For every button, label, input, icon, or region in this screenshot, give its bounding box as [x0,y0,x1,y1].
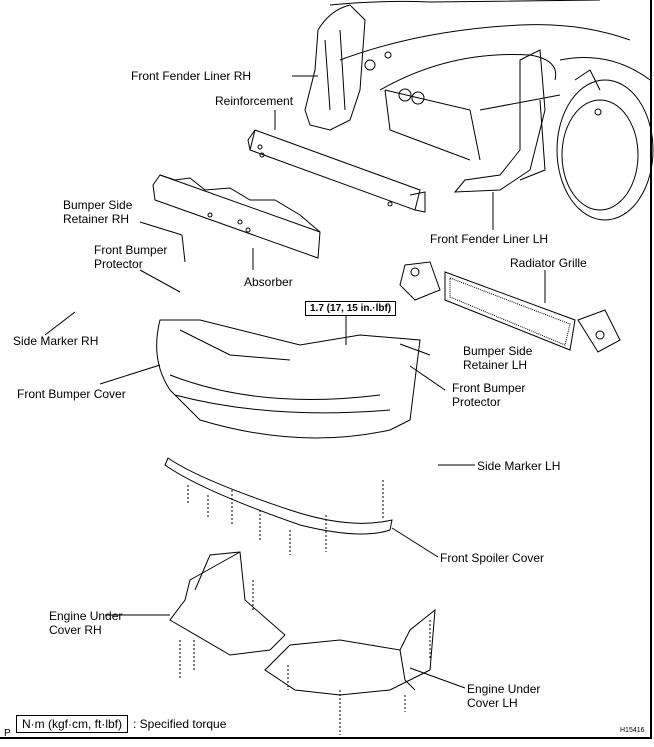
label-front-bumper-cover: Front Bumper Cover [17,387,126,401]
label-front-bumper-protector-rh-line1: Front Bumper [94,243,168,257]
page-marker: P [4,728,11,739]
bolts [179,480,431,735]
label-front-bumper-protector-rh-line2: Protector [94,257,143,271]
label-front-bumper-protector-lh-line2: Protector [452,395,501,409]
label-engine-under-cover-lh-line2: Cover LH [467,696,518,710]
label-absorber: Absorber [244,275,293,289]
front-fender-liner-rh-shape [304,4,392,131]
engine-under-cover-rh-shape [169,551,286,656]
absorber-shape [152,174,321,270]
front-spoiler-cover-shape [164,457,393,535]
label-front-spoiler-cover: Front Spoiler Cover [440,551,545,565]
torque-spec-box: 1.7 (17, 15 in.·lbf) [305,301,397,316]
leader-lines [44,75,494,689]
figure-id: H15416 [620,727,645,734]
label-side-marker-lh: Side Marker LH [477,459,561,473]
label-radiator-grille: Radiator Grille [510,256,587,270]
label-engine-under-cover-rh-line1: Engine Under [49,609,123,623]
radiator-grille-shape [399,261,621,353]
legend-description: : Specified torque [133,717,227,731]
label-front-fender-liner-lh: Front Fender Liner LH [430,232,549,246]
label-side-marker-rh: Side Marker RH [13,334,99,348]
label-front-bumper-protector-lh-line1: Front Bumper [452,381,526,395]
label-bumper-side-retainer-rh-line2: Retainer RH [63,212,130,226]
label-reinforcement: Reinforcement [215,94,294,108]
engine-under-cover-lh-shape [264,608,436,696]
label-engine-under-cover-rh-line2: Cover RH [49,623,102,637]
label-bumper-side-retainer-rh-line1: Bumper Side [63,198,133,212]
front-bumper-cover-shape [156,319,421,439]
vehicle-front-body [329,0,654,221]
reinforcement-shape [247,110,426,213]
label-front-fender-liner-rh: Front Fender Liner RH [131,69,252,83]
legend-unit-box: N·m (kgf·cm, ft·lbf) [16,715,128,733]
label-bumper-side-retainer-lh-line2: Retainer LH [463,358,528,372]
label-bumper-side-retainer-lh-line1: Bumper Side [463,344,533,358]
front-fender-liner-lh-shape [453,49,602,193]
label-engine-under-cover-lh-line1: Engine Under [467,682,541,696]
